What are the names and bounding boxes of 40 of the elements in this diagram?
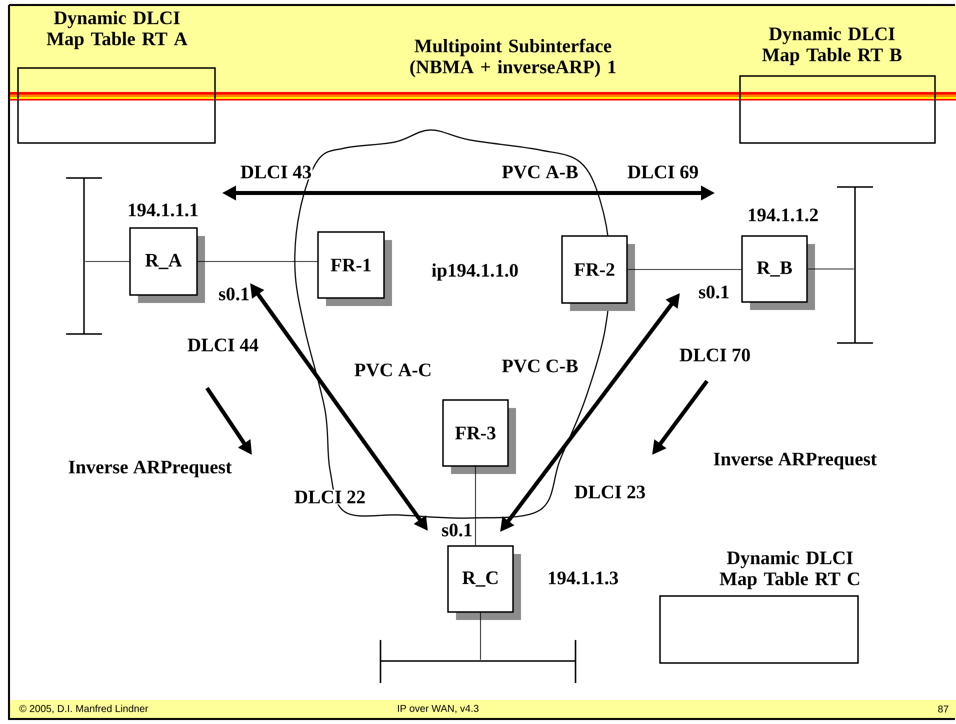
dlci-label: DLCI 70 [678,348,752,362]
dlci-label: DLCI 44 [186,338,260,352]
connection-line [84,261,130,262]
connection-line [807,268,854,270]
node-annotation: 194.1.1.2 [748,208,818,222]
footer-text: © 2005, D.I. Manfred Lindner [19,704,148,714]
network-label: ip194.1.1.0 [432,263,518,281]
edge-label: PVC A-B [500,164,580,180]
lan-segment [65,177,103,335]
request-label: Inverse ARPrequest [712,452,878,470]
table-heading: Dynamic DLCI Map Table RT C [720,550,860,590]
footer-text: IP over WAN, v4.3 [398,704,478,714]
dlci-label: DLCI 43 [239,164,313,180]
lan-segment [836,186,874,344]
switch-box: FR-1 [317,231,392,306]
request-label: Inverse ARPrequest [67,460,233,478]
dlci-label: DLCI 22 [293,490,367,504]
node-annotation: s0.1 [442,524,472,536]
slide-title: Multipoint Subinterface (NBMA + inverseARP) 1 [410,38,616,78]
dlci-label: DLCI 23 [573,484,647,500]
connection-line [475,466,476,546]
lan-segment [380,639,576,684]
switch-box: FR-2 [561,235,635,311]
edge-label: PVC C-B [500,358,580,374]
table-heading: Dynamic DLCI Map Table RT B [762,26,902,66]
router-box: R_A [129,227,205,303]
router-box: R_B [741,235,815,310]
table-heading: Dynamic DLCI Map Table RT A [46,10,188,50]
dlci-label: DLCI 69 [626,164,700,180]
node-annotation: s0.1 [219,288,249,300]
node-annotation: 194.1.1.3 [548,572,618,584]
connection-line [627,269,742,270]
connection-line [480,612,481,660]
router-box: R_C [447,545,521,620]
footer-text: 87 [938,705,948,713]
edge-label: PVC A-C [353,362,433,378]
connection-line [197,261,318,262]
node-annotation: s0.1 [699,286,729,298]
node-annotation: 194.1.1.1 [128,204,198,216]
switch-box: FR-3 [442,399,516,474]
